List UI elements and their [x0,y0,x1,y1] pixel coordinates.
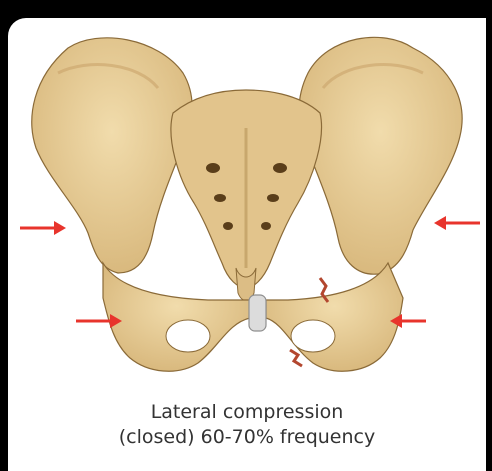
left-iliac-wing [32,38,192,273]
right-iliac-wing [299,37,462,274]
caption-line-2: (closed) 60-70% frequency [8,425,486,450]
pelvis-diagram [8,18,486,398]
right-pubic-ring [266,263,403,371]
figure-caption: Lateral compression (closed) 60-70% freq… [8,400,486,450]
fracture-mark-lower [290,350,302,366]
arrow-right-upper [434,216,480,230]
left-pubic-ring [103,263,250,371]
right-obturator-foramen [291,320,335,352]
arrow-left-upper [20,221,66,235]
caption-line-1: Lateral compression [8,400,486,425]
illustration-panel: Lateral compression (closed) 60-70% freq… [8,18,486,471]
left-obturator-foramen [166,320,210,352]
pubic-symphysis [249,295,266,331]
